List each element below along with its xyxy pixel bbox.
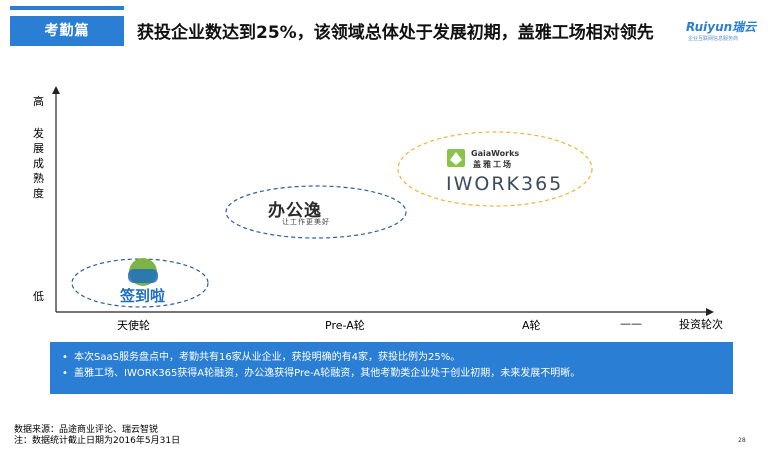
x-axis-arrow [706, 308, 714, 316]
qiandaola-icon-base [128, 269, 158, 283]
brand-bangongyi: 办公逸 [268, 201, 322, 221]
x-axis-title: 投资轮次 [679, 318, 723, 331]
ellipse-pre-a [225, 185, 407, 239]
brand-gaiaworks-cn: 盖雅工场 [473, 160, 513, 169]
ellipse-a-round [397, 131, 593, 207]
summary-bullet-1: 本次SaaS服务盘点中，考勤共有16家从业企业，获投明确的有4家，获投比例为25… [62, 350, 733, 366]
page-title: 获投企业数达到25%，该领域总体处于发展初期，盖雅工场相对领先 [137, 23, 654, 43]
page-number: 28 [738, 437, 746, 444]
x-tick-a: A轮 [522, 319, 541, 332]
section-tag: 考勤篇 [10, 16, 124, 46]
header-accent-line [10, 6, 124, 10]
data-source-note: 数据来源：品途商业评论、瑞云智锐 [14, 425, 159, 435]
summary-bullet-2: 盖雅工场、IWORK365获得A轮融资，办公逸获得Pre-A轮融资，其他考勤类企… [62, 366, 733, 382]
y-axis-arrow [52, 86, 60, 94]
x-tick-pre-a: Pre-A轮 [325, 319, 365, 332]
company-logo: Ruiyun瑞云 企业互联网信息服务商 [686, 18, 758, 46]
logo-text: Ruiyun瑞云 [686, 20, 757, 34]
ellipse-angel [71, 258, 209, 308]
summary-box: 本次SaaS服务盘点中，考勤共有16家从业企业，获投明确的有4家，获投比例为25… [50, 342, 733, 394]
x-tick-angel: 天使轮 [117, 319, 150, 332]
cutoff-date-note: 注：数据统计截止日期为2016年5月31日 [14, 436, 181, 446]
y-axis-title: 发展成熟度 [33, 127, 44, 200]
brand-bangongyi-slogan: 让工作更美好 [282, 218, 330, 226]
y-axis-high-label: 高 [33, 95, 44, 108]
logo-subtitle: 企业互联网信息服务商 [688, 36, 739, 42]
brand-iwork365: IWORK365 [446, 173, 564, 195]
gaiaworks-leaf-shape [450, 152, 462, 165]
x-tick-dash: —— [620, 317, 642, 330]
y-axis-low-label: 低 [33, 290, 44, 303]
brand-qiandaola: 签到啦 [120, 287, 166, 305]
brand-gaiaworks: GaiaWorks [471, 149, 520, 158]
